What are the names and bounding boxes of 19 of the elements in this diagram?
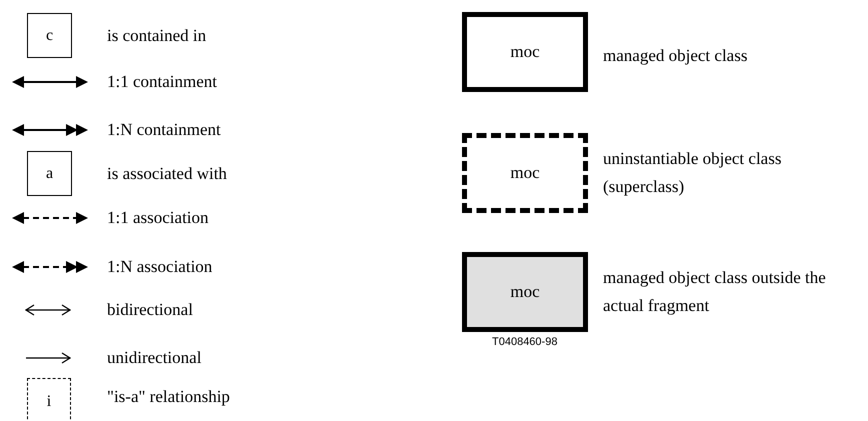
class-box: moc <box>462 133 588 213</box>
legend-label: bidirectional <box>107 299 193 321</box>
legend-label: 1:N association <box>107 256 212 278</box>
notation-box: a <box>27 151 72 196</box>
description-text: uninstantiable object class (superclass) <box>603 148 782 198</box>
legend-label: unidirectional <box>107 347 202 369</box>
description-text: is contained in <box>107 25 208 47</box>
legend-label: 1:1 containment <box>107 71 218 93</box>
notation-box: i <box>27 378 71 421</box>
class-box: moc <box>462 12 588 92</box>
description-text: "is-a" relationship <box>107 386 231 408</box>
description-text: is associated with <box>107 163 228 185</box>
legend-label: 1:1 association <box>107 207 209 229</box>
description-text: managed object class outside the actual fragment <box>603 267 827 317</box>
notation-box: c <box>27 13 72 58</box>
legend-label: 1:N containment <box>107 119 221 141</box>
figure-code: T0408460-98 <box>492 336 558 348</box>
class-box: moc <box>462 252 588 332</box>
description-text: managed object class <box>603 45 748 67</box>
